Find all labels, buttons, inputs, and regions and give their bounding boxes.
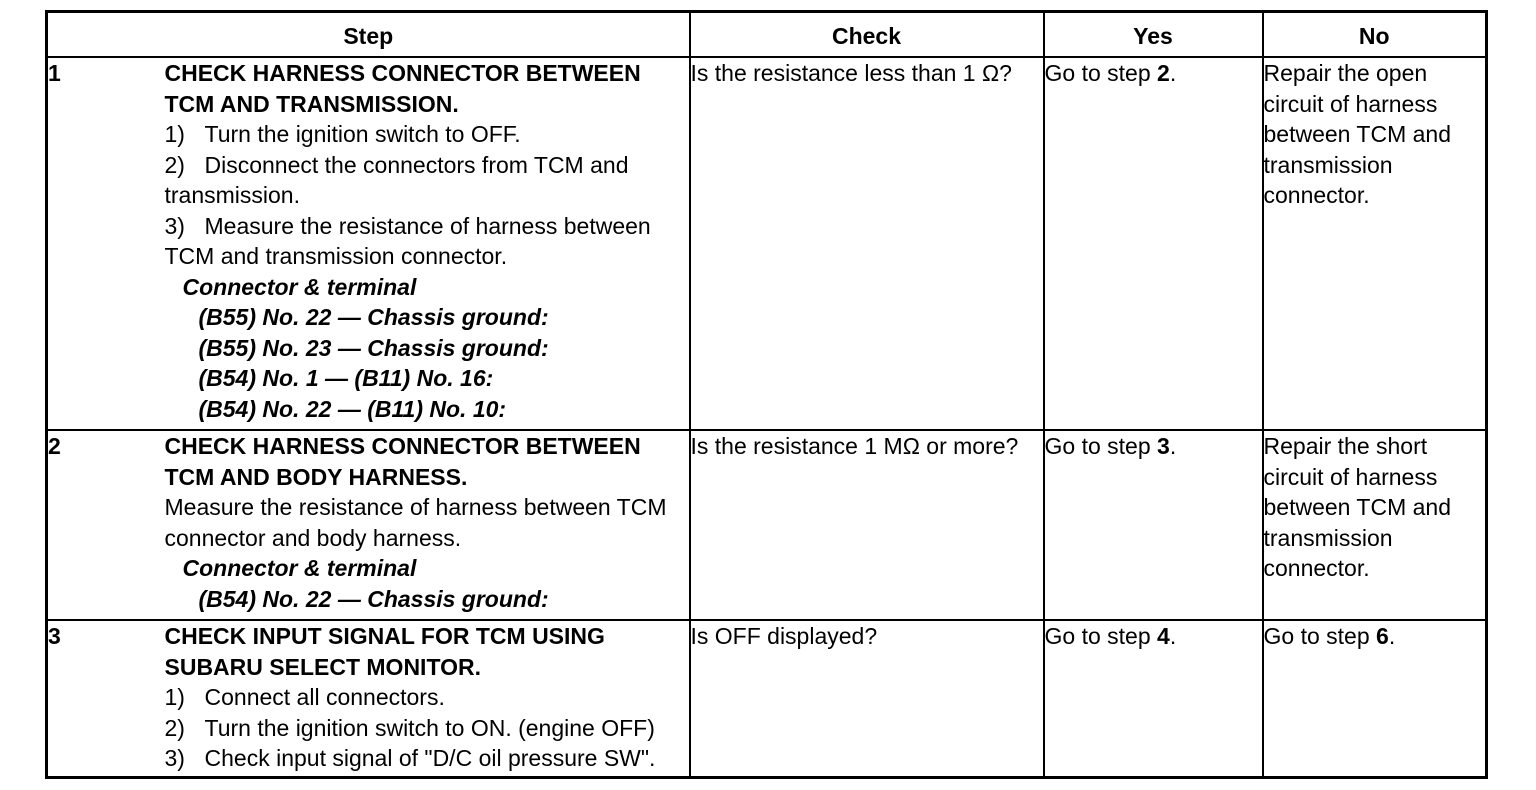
check-question: Is the resistance less than 1 Ω?: [688, 56, 1045, 431]
connector-terminal-item: (B54) No. 22 — Chassis ground:: [198, 585, 549, 612]
substep: 2)Turn the ignition switch to ON. (engin…: [164, 714, 655, 741]
substep: 1)Connect all connectors.: [164, 684, 445, 710]
connector-terminal-item: (B55) No. 22 — Chassis ground:: [198, 304, 549, 330]
connector-terminal-item: (B54) No. 1 — (B11) No. 16:: [198, 365, 494, 391]
table-header-row: Step Check Yes No: [45, 10, 1488, 58]
substep: 3)Check input signal of "D/C oil pressur…: [164, 745, 656, 771]
no-action: Go to step 6.: [1261, 619, 1488, 779]
connector-terminal-item: (B54) No. 22 — (B11) No. 10:: [198, 395, 507, 422]
connector-terminal-heading: Connector & terminal: [182, 273, 417, 300]
connector-terminal-item: (B55) No. 23 — Chassis ground:: [198, 334, 549, 361]
header-no: No: [1261, 10, 1488, 58]
yes-action: Go to step 2.: [1042, 56, 1264, 431]
substep: 3)Measure the resistance of harness betw…: [164, 212, 651, 270]
check-question: Is OFF displayed?: [688, 619, 1045, 779]
step-description: CHECK HARNESS CONNECTOR BETWEEN TCM AND …: [164, 56, 691, 431]
table-row: 2 CHECK HARNESS CONNECTOR BETWEEN TCM AN…: [45, 429, 1488, 621]
diagnostic-procedure-table: Step Check Yes No 1 CHECK HARNESS CONNEC…: [45, 10, 1488, 779]
check-question: Is the resistance 1 MΩ or more?: [688, 429, 1045, 621]
step-number: 1: [45, 56, 165, 431]
connector-terminal-heading: Connector & terminal: [182, 555, 417, 581]
substep: 1)Turn the ignition switch to OFF.: [164, 121, 521, 147]
yes-action: Go to step 4.: [1042, 619, 1264, 779]
table-row: 3 CHECK INPUT SIGNAL FOR TCM USING SUBAR…: [45, 619, 1488, 779]
header-step: Step: [45, 10, 691, 58]
step-body: Measure the resistance of harness betwee…: [164, 494, 667, 551]
substep: 2)Disconnect the connectors from TCM and…: [164, 151, 629, 209]
step-number: 2: [45, 429, 165, 621]
header-check: Check: [688, 10, 1045, 58]
step-title: CHECK HARNESS CONNECTOR BETWEEN TCM AND …: [164, 433, 641, 490]
no-action: Repair the short circuit of harness betw…: [1261, 429, 1488, 621]
header-yes: Yes: [1042, 10, 1264, 58]
yes-action: Go to step 3.: [1042, 429, 1264, 621]
step-title: CHECK INPUT SIGNAL FOR TCM USING SUBARU …: [164, 623, 605, 680]
step-title: CHECK HARNESS CONNECTOR BETWEEN TCM AND …: [164, 60, 641, 117]
no-action: Repair the open circuit of harness betwe…: [1261, 56, 1488, 431]
step-number: 3: [45, 619, 165, 779]
step-description: CHECK HARNESS CONNECTOR BETWEEN TCM AND …: [164, 429, 691, 621]
table-row: 1 CHECK HARNESS CONNECTOR BETWEEN TCM AN…: [45, 56, 1488, 431]
step-description: CHECK INPUT SIGNAL FOR TCM USING SUBARU …: [164, 619, 691, 779]
